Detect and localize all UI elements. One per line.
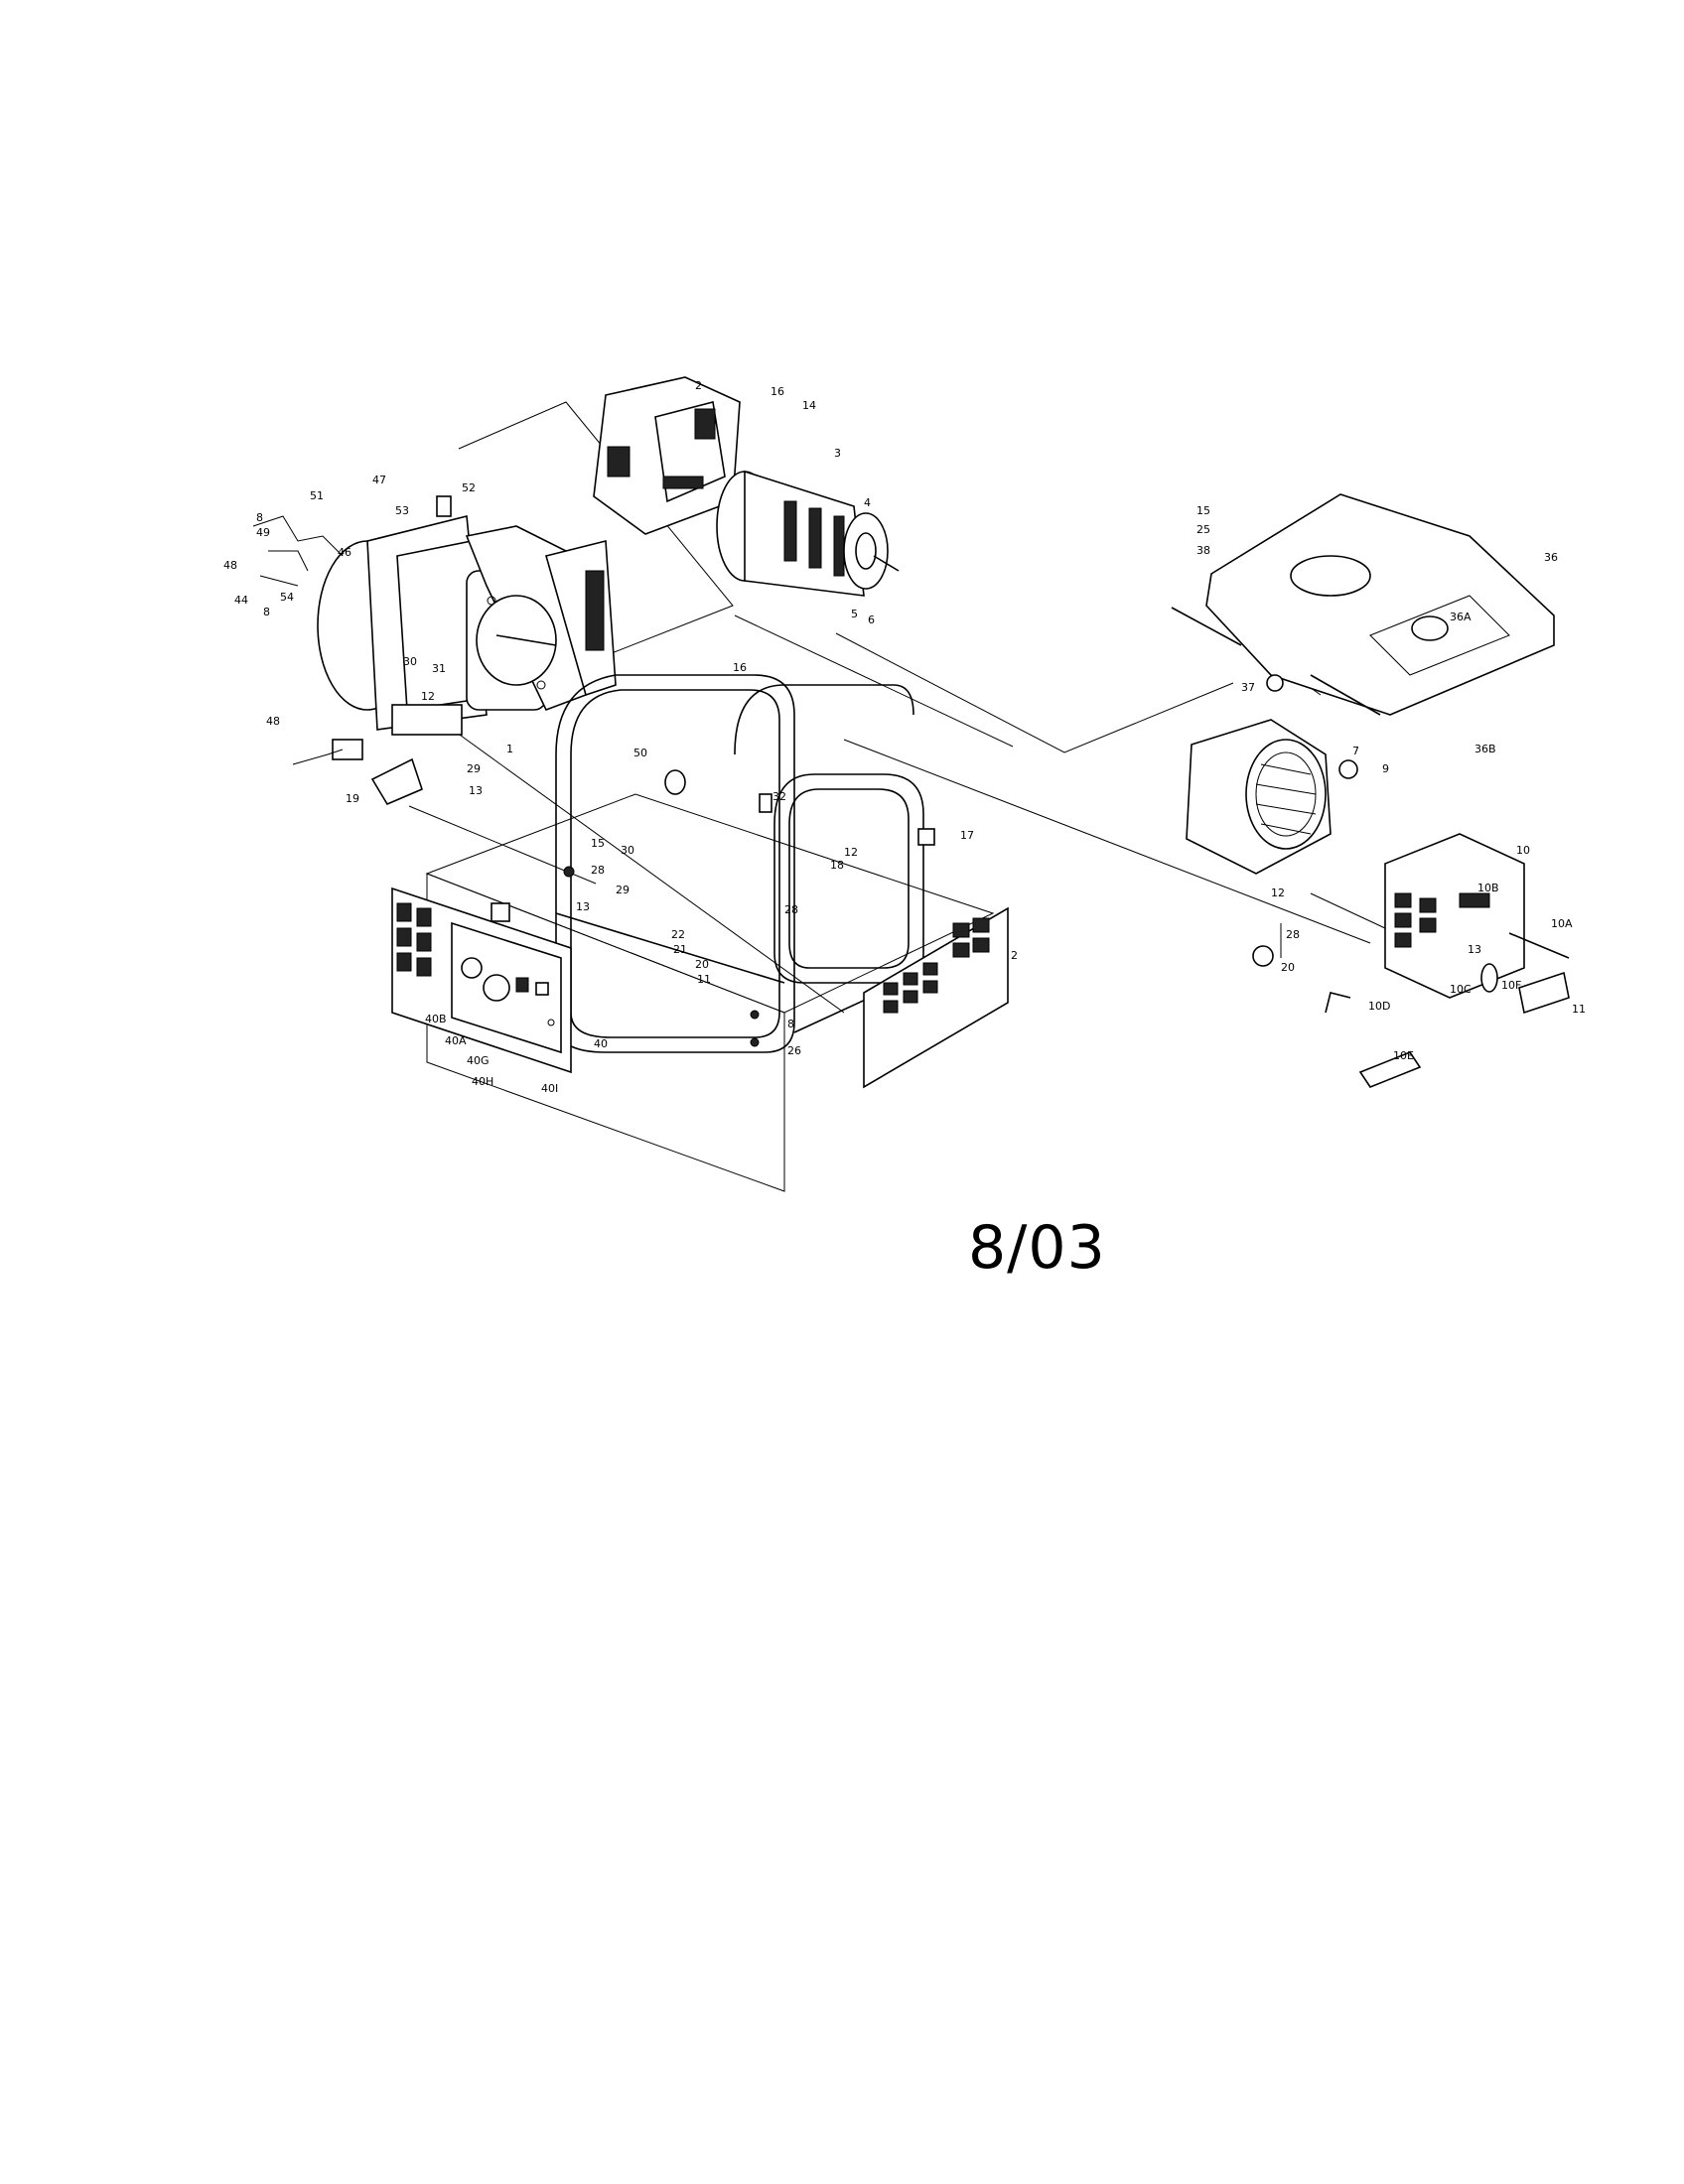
callout-36B: 36B [1474, 743, 1496, 755]
callout-31: 31 [432, 662, 446, 675]
frame-hardware [491, 769, 935, 1047]
callout-29-frame: 29 [616, 884, 630, 896]
callout-20: 20 [1281, 961, 1295, 974]
callout-10F: 10F [1501, 979, 1521, 992]
callout-13-muffler: 13 [1468, 943, 1481, 956]
callout-38: 38 [1196, 544, 1210, 557]
callout-7: 7 [1352, 745, 1359, 757]
callout-37: 37 [1241, 681, 1255, 694]
rear-panel [863, 906, 1009, 1089]
callout-8b: 8 [263, 606, 270, 618]
callout-36: 36 [1544, 551, 1558, 564]
assembly-guide-lines [408, 401, 1386, 1014]
callout-28-mid: 28 [784, 903, 798, 916]
callout-30-engine: 30 [403, 655, 417, 668]
callout-47: 47 [372, 474, 386, 486]
callout-13-engine: 13 [469, 784, 483, 797]
callout-48-left: 48 [223, 559, 237, 572]
callout-28: 28 [1286, 928, 1300, 941]
callout-labels: 2 16 14 3 4 5 6 51 47 53 52 8 49 48 46 4… [223, 379, 1586, 1095]
callout-25: 25 [1196, 523, 1210, 536]
callout-50: 50 [633, 747, 647, 759]
callout-46: 46 [338, 546, 351, 559]
callout-32: 32 [772, 790, 786, 803]
callout-40: 40 [594, 1037, 608, 1050]
callout-18: 18 [830, 859, 844, 872]
callout-12-frame: 12 [844, 846, 858, 859]
callout-3: 3 [834, 447, 841, 460]
callout-14-top: 14 [802, 399, 816, 412]
tubular-frame [555, 674, 924, 1053]
callout-49: 49 [256, 526, 270, 539]
muffler [1325, 833, 1570, 1088]
callout-48: 48 [266, 715, 280, 728]
callout-8: 8 [256, 511, 263, 524]
callout-52: 52 [462, 481, 476, 494]
callout-5: 5 [851, 608, 858, 620]
callout-15-tank: 15 [1196, 504, 1210, 517]
callout-19: 19 [346, 792, 359, 805]
blower-housing [1186, 719, 1358, 967]
callout-54: 54 [280, 591, 294, 604]
callout-9: 9 [1382, 762, 1389, 775]
callout-10E: 10E [1393, 1049, 1414, 1062]
callout-13-frame: 13 [576, 900, 590, 913]
callout-10A: 10A [1551, 917, 1573, 930]
callout-11-frame: 11 [697, 973, 711, 986]
callout-4: 4 [864, 496, 871, 509]
callout-2-rear: 2 [1011, 949, 1018, 962]
callout-53: 53 [395, 504, 409, 517]
callout-16-top: 16 [771, 385, 784, 398]
callout-51: 51 [310, 489, 324, 502]
callout-29: 29 [467, 762, 481, 775]
callout-45: 44 [234, 594, 248, 607]
rotor [716, 470, 900, 597]
fuel-tank [1171, 493, 1555, 716]
callout-21: 21 [673, 943, 687, 956]
callout-16-frame: 16 [733, 661, 747, 674]
callout-40A: 40A [445, 1034, 467, 1047]
callout-12: 12 [421, 690, 435, 703]
callout-26-frame: 26 [787, 1044, 801, 1057]
callout-28-frame: 28 [591, 864, 605, 877]
callout-40B: 40B [425, 1013, 447, 1025]
callout-10: 10 [1516, 844, 1530, 857]
callout-10C: 10C [1450, 983, 1472, 996]
callout-40I: 40I [541, 1082, 558, 1095]
callout-30-frame: 30 [621, 844, 634, 857]
control-panel [391, 887, 572, 1074]
callout-6: 6 [868, 614, 875, 626]
callout-10B: 10B [1477, 882, 1499, 894]
engine-assembly [317, 514, 617, 736]
callout-8-frame: 8 [787, 1018, 794, 1030]
callout-20-frame: 20 [695, 958, 709, 971]
harness-hardware [252, 495, 452, 806]
callout-15: 15 [591, 837, 605, 850]
callout-22: 22 [671, 928, 685, 941]
callout-40H: 40H [472, 1075, 493, 1088]
callout-11: 11 [1572, 1003, 1586, 1016]
callout-10D: 10D [1368, 1000, 1390, 1013]
callout-40G: 40G [467, 1054, 490, 1067]
callout-1: 1 [506, 743, 513, 755]
callout-2-top: 2 [695, 379, 702, 392]
callout-36A: 36A [1450, 611, 1472, 623]
callout-12-blower: 12 [1271, 887, 1285, 899]
date-code: 8/03 [968, 1213, 1106, 1283]
callout-17: 17 [960, 829, 974, 842]
